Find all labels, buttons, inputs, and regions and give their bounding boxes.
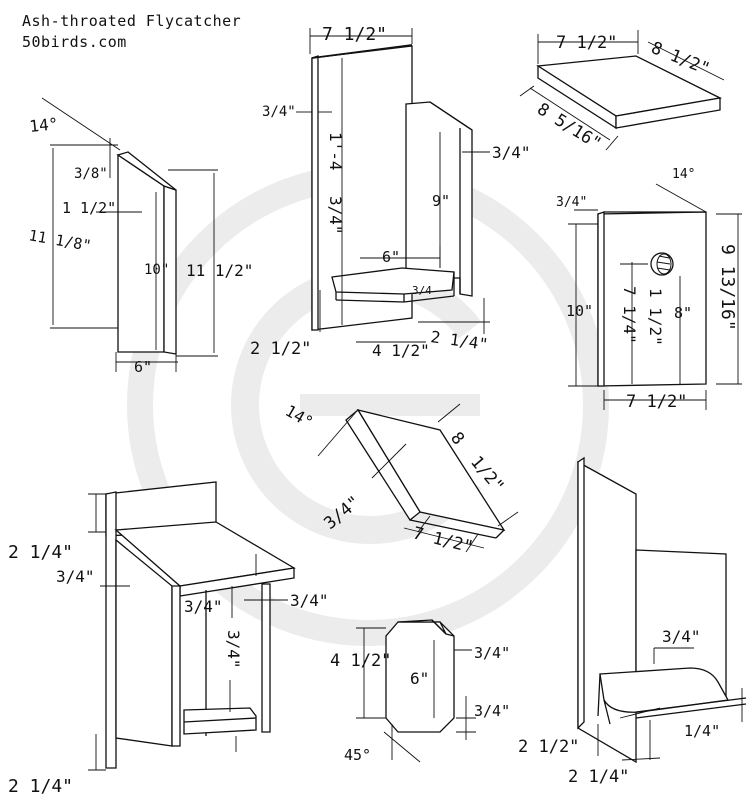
side-panel-drawing — [41, 97, 218, 372]
label-floor-thickness: 3/4 — [412, 284, 432, 297]
label-iso-bottom-b: 2 1/4" — [568, 767, 629, 787]
label-side-top-drop: 3/8" — [74, 166, 108, 182]
label-front-thickness: 3/4" — [492, 143, 531, 162]
diagram-title: Ash-throated Flycatcher — [22, 12, 242, 30]
label-back-thickness: 3/4" — [262, 104, 296, 120]
label-back-width: 7 1/2" — [322, 24, 387, 45]
label-side-total-front: 11 1/2" — [186, 261, 253, 280]
label-iso-side: 1/4" — [684, 722, 720, 740]
label-floor-h: 4 1/2" — [330, 651, 391, 671]
label-front-left: 10" — [566, 302, 593, 320]
label-floor-thk2: 3/4" — [474, 702, 510, 720]
label-front-hole-b: 1 1/2" — [646, 288, 665, 346]
label-asm-thk: 3/4" — [56, 567, 95, 586]
assembly-drawing — [88, 481, 296, 771]
label-floor-width: 6" — [382, 248, 400, 266]
label-front-full: 9 13/16" — [717, 244, 738, 331]
label-iso-thk: 3/4" — [662, 627, 701, 646]
label-back-height-b: 3/4" — [326, 196, 345, 235]
label-floor-len: 6" — [410, 669, 429, 688]
label-side-width: 6" — [134, 358, 152, 376]
label-asm-bottom: 2 1/4" — [8, 776, 73, 797]
label-floor-thk: 3/4" — [474, 644, 510, 662]
label-back-height-a: 1'-4 — [326, 132, 345, 171]
diagram-site: 50birds.com — [22, 33, 127, 51]
label-front-thk: 3/4" — [556, 195, 587, 210]
roof-drawing — [519, 30, 725, 151]
front-panel-drawing — [568, 183, 742, 410]
label-asm-roof-thk: 3/4" — [184, 597, 223, 616]
label-front-w: 7 1/2" — [626, 392, 687, 412]
label-floor-angle: 45° — [344, 746, 371, 764]
label-floor-bottom-left: 2 1/2" — [250, 339, 311, 359]
label-front-top-angle: 14° — [672, 167, 695, 182]
label-front-hole-a: 7 1/4" — [620, 286, 639, 344]
label-side-angle: 14° — [28, 114, 59, 136]
label-iso-bottom-a: 2 1/2" — [518, 737, 579, 757]
label-front-mid: 8" — [674, 304, 692, 322]
label-roof-w: 7 1/2" — [556, 33, 617, 53]
label-floor-depth: 4 1/2" — [372, 341, 430, 360]
roof-iso-drawing — [317, 403, 519, 553]
back-panel-drawing — [296, 28, 490, 343]
label-roof2-w: 7 1/2" — [411, 523, 475, 557]
label-side-total-back: 11 1/8" — [27, 226, 92, 255]
floor-drawing — [356, 619, 476, 763]
label-asm-front-thk: 3/4" — [290, 591, 329, 610]
label-front-height: 9" — [432, 192, 450, 210]
iso-box-drawing — [577, 456, 747, 764]
label-side-inner: 10" — [144, 262, 169, 278]
label-side-offset: 1 1/2" — [62, 199, 116, 217]
label-floor-bottom-right: 2 1/4" — [429, 327, 489, 354]
label-asm-top: 2 1/4" — [8, 542, 73, 563]
label-asm-gap: 3/4" — [224, 630, 243, 669]
